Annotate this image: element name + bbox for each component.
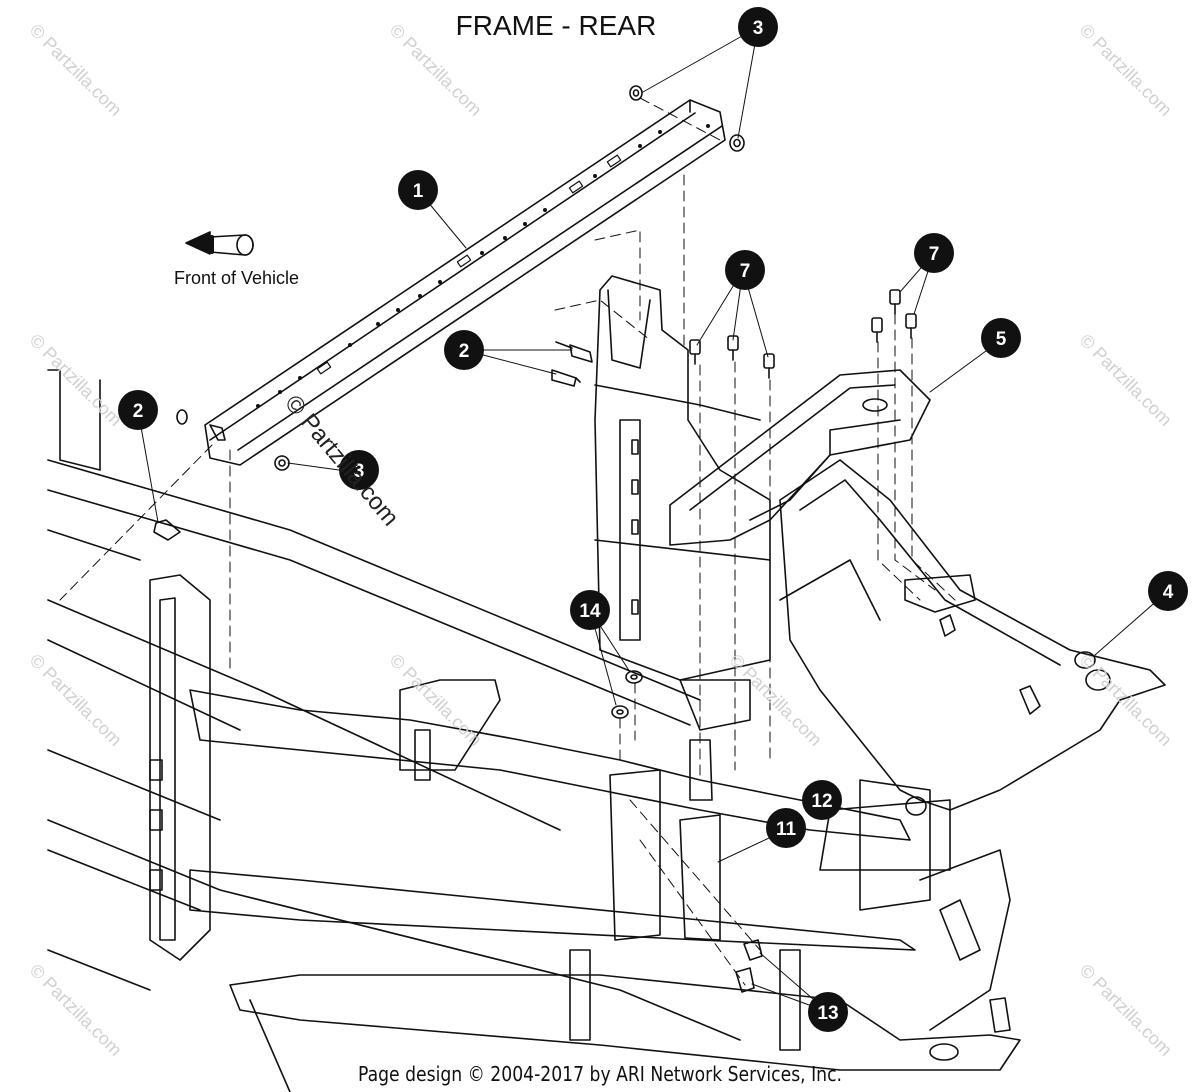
washer-part-14-b — [611, 705, 629, 719]
bolt-part-7-d — [871, 317, 883, 343]
assembly-lines — [59, 97, 956, 986]
svg-text:14: 14 — [579, 601, 601, 622]
front-of-vehicle-label: Front of Vehicle — [174, 268, 300, 288]
svg-text:2: 2 — [459, 341, 470, 362]
svg-text:11: 11 — [776, 819, 797, 840]
bolt-part-2-c — [153, 519, 181, 541]
svg-text:13: 13 — [817, 1003, 838, 1024]
bulkhead — [594, 275, 771, 681]
svg-text:7: 7 — [929, 244, 940, 265]
svg-text:3: 3 — [753, 18, 764, 39]
callout-3-left: 3 — [339, 450, 379, 490]
callout-14: 14 — [570, 590, 610, 630]
hardware-parts — [153, 85, 917, 993]
callout-2-left: 2 — [118, 390, 158, 430]
callout-1: 1 — [398, 170, 438, 210]
bolt-part-7-c — [763, 353, 775, 379]
nut-part-3-top-right — [729, 134, 745, 152]
washer-part-14-a — [625, 670, 643, 684]
bolt-part-7-e — [889, 289, 901, 315]
cross-tube-part-1 — [204, 99, 726, 466]
svg-text:3: 3 — [354, 461, 365, 482]
callout-7-right: 7 — [914, 233, 954, 273]
page-footer: Page design © 2004-2017 by ARI Network S… — [358, 1062, 842, 1086]
callout-12: 12 — [802, 780, 842, 820]
bolt-part-2-b — [551, 369, 581, 387]
front-arrow-icon — [185, 231, 254, 256]
callout-3-top: 3 — [738, 7, 778, 47]
callout-4: 4 — [1148, 571, 1188, 611]
svg-text:4: 4 — [1163, 582, 1174, 603]
svg-text:1: 1 — [413, 181, 424, 202]
svg-text:12: 12 — [811, 791, 832, 812]
bolt-part-13-b — [735, 967, 755, 993]
svg-text:5: 5 — [996, 329, 1007, 350]
leader-lines — [137, 26, 1169, 1013]
bolt-part-7-f — [905, 313, 917, 339]
bolt-part-7-b — [727, 335, 739, 361]
nut-part-3-top-left — [629, 85, 643, 101]
diagram-title: FRAME - REAR — [455, 10, 657, 41]
mount-bracket-part-5 — [669, 369, 931, 546]
callout-11: 11 — [766, 808, 806, 848]
nut-part-3-bottom — [274, 455, 290, 471]
main-frame — [47, 369, 1021, 1092]
bolt-part-2-a — [555, 341, 593, 363]
svg-text:7: 7 — [740, 261, 751, 282]
callout-13: 13 — [808, 992, 848, 1032]
callout-5: 5 — [981, 318, 1021, 358]
nut-part-3-left — [176, 409, 188, 425]
callout-7-center: 7 — [725, 250, 765, 290]
bolt-part-13-a — [743, 939, 763, 961]
callout-2-center: 2 — [444, 330, 484, 370]
rear-frame-part-4 — [779, 459, 1166, 816]
svg-text:2: 2 — [133, 401, 144, 422]
bolt-part-7-a — [689, 339, 701, 365]
